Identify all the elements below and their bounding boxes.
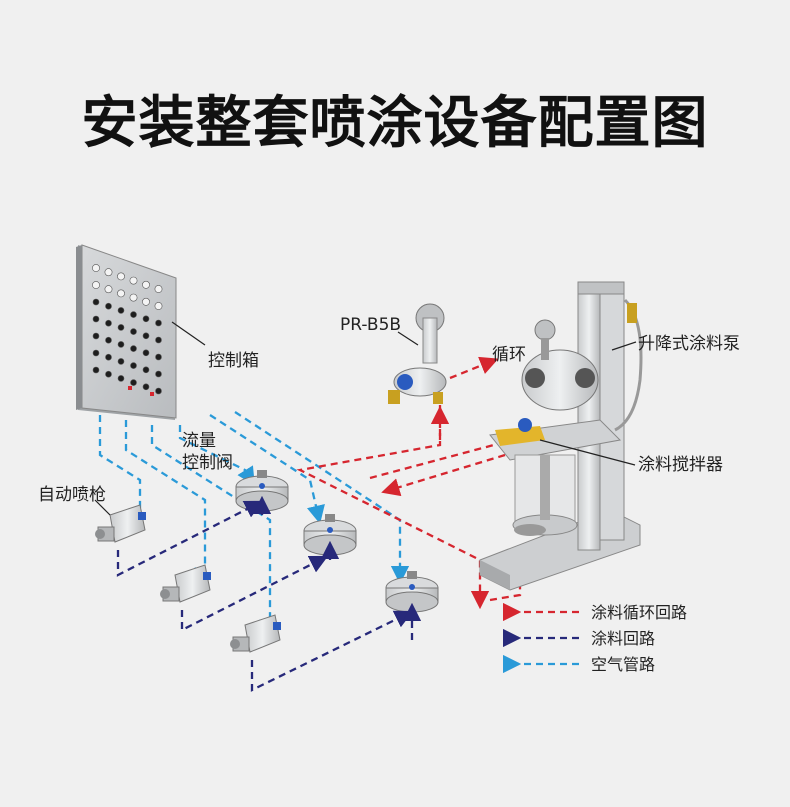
cabinet-knob [155,370,162,378]
cabinet-knob [142,280,150,289]
cabinet-knob [154,285,163,293]
cabinet-knob [117,358,125,365]
cabinet-knob [130,345,137,352]
cabinet-knob [92,281,100,289]
cabinet-knob [155,387,162,395]
cabinet-knob [142,349,150,357]
cabinet-indicator-light [150,392,154,396]
control-cabinet [76,244,177,420]
cabinet-knob [105,302,112,310]
auto-gun-leader [94,499,111,516]
cabinet-knob [155,336,162,344]
lift-pump-leader [611,341,637,351]
cabinet-knob [92,332,100,340]
auto-gun-1 [95,504,146,543]
paint-return-lines [116,495,422,692]
cabinet-knob [129,293,138,302]
control-box-leader [171,321,206,346]
legend-label-paint-circulation: 涂料循环回路 [591,603,687,622]
cabinet-knob [130,379,137,386]
auto-gun-3 [230,614,281,653]
label-agitator: 涂料搅拌器 [638,455,723,475]
cabinet-knob [105,336,112,344]
label-flow-valve-2: 控制阀 [182,453,233,473]
legend-item-air-line: 空气管路 [502,654,655,674]
label-auto-gun: 自动喷枪 [38,485,106,505]
legend-item-paint-circulation: 涂料循环回路 [502,602,687,622]
cabinet-knob [105,353,112,361]
cabinet-knob [117,375,125,382]
legend-label-paint-return: 涂料回路 [591,629,655,648]
cabinet-knob [105,370,112,378]
cabinet-knob [130,362,137,369]
cabinet-knob [117,289,125,298]
cabinet-knob [130,328,137,335]
flow-valve-1 [235,470,289,512]
lift-pump-station [479,281,643,591]
label-lift-pump: 升降式涂料泵 [638,334,740,354]
cabinet-knob [129,276,138,285]
label-control-box: 控制箱 [208,351,259,371]
pr-b5b-pump [388,303,447,404]
cabinet-knob [142,297,150,306]
cabinet-knob [92,264,100,272]
cabinet-knob [142,315,150,323]
pump-model-leader [397,331,419,346]
cabinet-knob [155,319,162,327]
agitator-leader [539,439,636,466]
cabinet-knob [105,319,112,327]
cabinet-knob [104,268,113,277]
legend-item-paint-return: 涂料回路 [502,628,655,648]
legend: 涂料循环回路 涂料回路 空气管路 [502,602,687,674]
auto-gun-2 [160,564,211,603]
cabinet-knob [92,298,100,306]
cabinet-knob [142,383,150,391]
cabinet-knob [130,311,137,318]
label-flow-valve-1: 流量 [182,431,216,451]
cabinet-knob [104,285,113,294]
flow-valve-3 [385,571,439,613]
cabinet-knobs [92,264,163,396]
cabinet-knob [117,272,125,281]
label-circulation: 循环 [492,345,526,365]
cabinet-knob [142,366,150,374]
cabinet-knob [142,332,150,340]
label-pump-model: PR-B5B [340,315,401,335]
cabinet-knob [92,366,100,374]
cabinet-knob [92,315,100,323]
cabinet-knob [117,307,125,314]
air-lines [98,411,410,640]
cabinet-knob [117,341,125,348]
page-title: 安装整套喷涂设备配置图 [81,91,709,156]
cabinet-indicator-light [128,386,132,390]
cabinet-knob [154,302,163,310]
cabinet-knob [155,353,162,361]
flow-valve-2 [303,514,357,556]
legend-label-air-line: 空气管路 [591,655,655,674]
cabinet-knob [92,349,100,357]
cabinet-knob [117,324,125,331]
